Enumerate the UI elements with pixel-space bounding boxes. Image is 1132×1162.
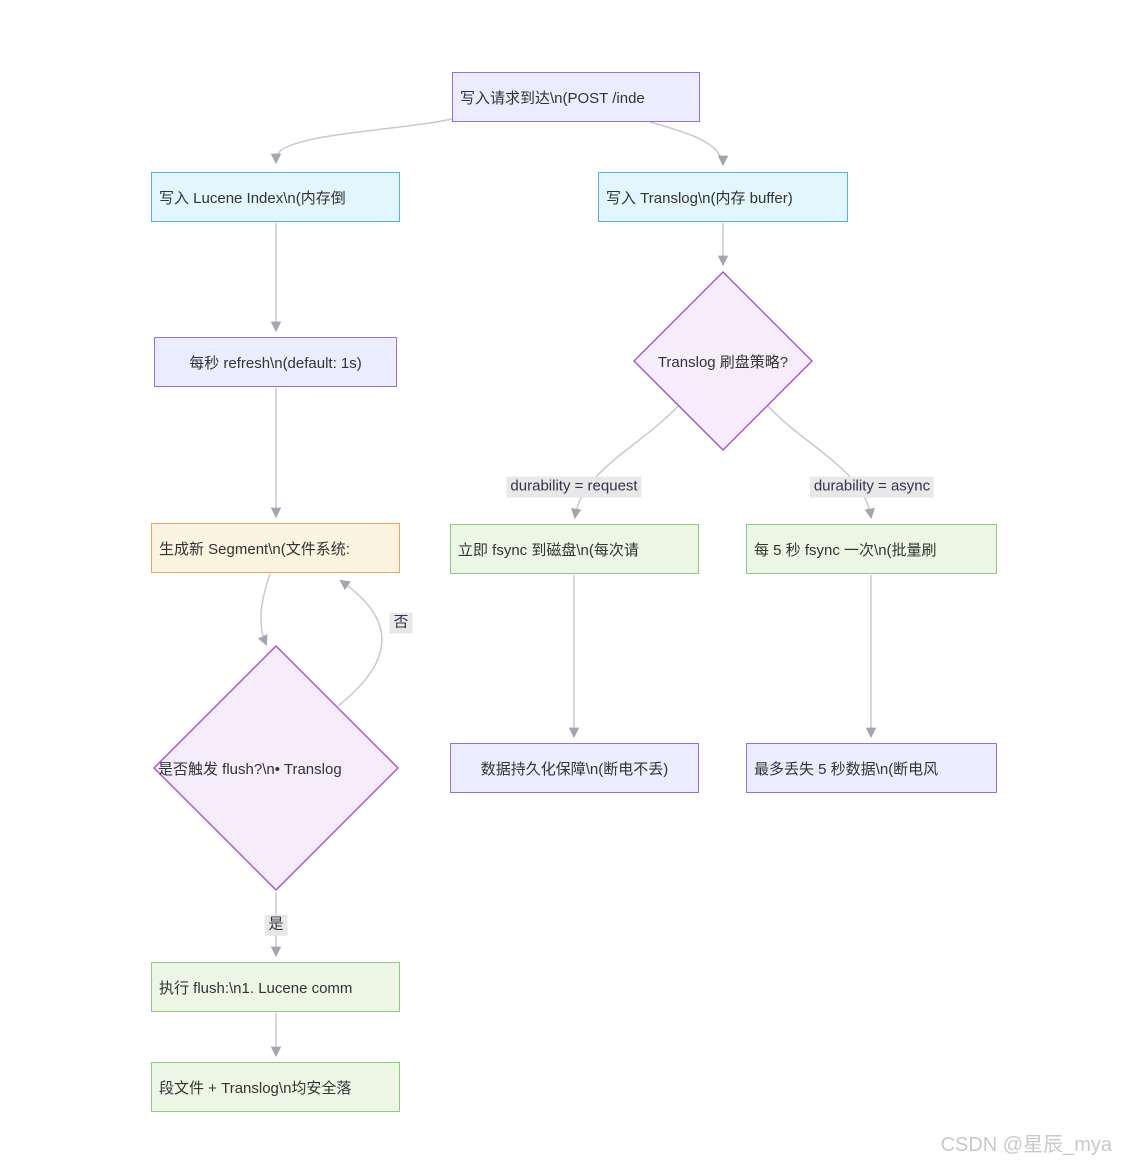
node-fsync-immediate: 立即 fsync 到磁盘\n(每次请 [450, 524, 699, 574]
node-lose-5s-data-label: 最多丢失 5 秒数据\n(断电风 [754, 760, 939, 778]
node-fsync-immediate-label: 立即 fsync 到磁盘\n(每次请 [458, 541, 639, 559]
node-translog-policy-label: Translog 刷盘策略? [657, 353, 789, 371]
node-translog-policy-decision: Translog 刷盘策略? [633, 271, 813, 451]
node-refresh: 每秒 refresh\n(default: 1s) [154, 337, 397, 387]
node-fsync-every-5s: 每 5 秒 fsync 一次\n(批量刷 [746, 524, 997, 574]
node-write-translog-label: 写入 Translog\n(内存 buffer) [606, 189, 793, 207]
node-execute-flush: 执行 flush:\n1. Lucene comm [151, 962, 400, 1012]
node-refresh-label: 每秒 refresh\n(default: 1s) [189, 354, 362, 372]
node-write-lucene-index: 写入 Lucene Index\n(内存倒 [151, 172, 400, 222]
node-write-lucene-index-label: 写入 Lucene Index\n(内存倒 [159, 189, 346, 207]
edge-policy-to-fsync-now [571, 405, 679, 520]
csdn-watermark: CSDN @星辰_mya [940, 1134, 1112, 1156]
node-durability-guarantee: 数据持久化保障\n(断电不丢) [450, 743, 699, 793]
edge-label-durability-request: durability = request [506, 476, 642, 498]
edge-flushcheck-no-loop [337, 579, 383, 707]
node-write-request: 写入请求到达\n(POST /inde [452, 72, 700, 122]
node-all-safe-label: 段文件 + Translog\n均安全落 [159, 1079, 352, 1097]
edge-request-to-lucene [270, 118, 453, 165]
node-fsync-every-5s-label: 每 5 秒 fsync 一次\n(批量刷 [754, 541, 937, 559]
edge-label-durability-async: durability = async [809, 476, 935, 498]
node-new-segment: 生成新 Segment\n(文件系统: [151, 523, 400, 573]
diamond-shape [633, 271, 813, 451]
node-execute-flush-label: 执行 flush:\n1. Lucene comm [159, 979, 353, 997]
node-flush-trigger-label: 是否触发 flush?\n• Translog [158, 760, 342, 778]
diamond-shape [153, 645, 399, 891]
node-write-translog: 写入 Translog\n(内存 buffer) [598, 172, 848, 222]
edge-label-no: 否 [389, 612, 413, 634]
node-flush-trigger-decision: 是否触发 flush?\n• Translog [153, 645, 399, 891]
node-lose-5s-data: 最多丢失 5 秒数据\n(断电风 [746, 743, 997, 793]
edge-label-yes: 是 [264, 914, 288, 936]
node-write-request-label: 写入请求到达\n(POST /inde [460, 89, 645, 107]
edge-policy-to-fsync-5s [767, 405, 875, 520]
node-new-segment-label: 生成新 Segment\n(文件系统: [159, 540, 350, 558]
edge-segment-to-flushcheck [257, 573, 271, 646]
node-all-safe: 段文件 + Translog\n均安全落 [151, 1062, 400, 1112]
node-durability-guarantee-label: 数据持久化保障\n(断电不丢) [480, 760, 669, 778]
edge-request-to-translog [649, 121, 729, 167]
